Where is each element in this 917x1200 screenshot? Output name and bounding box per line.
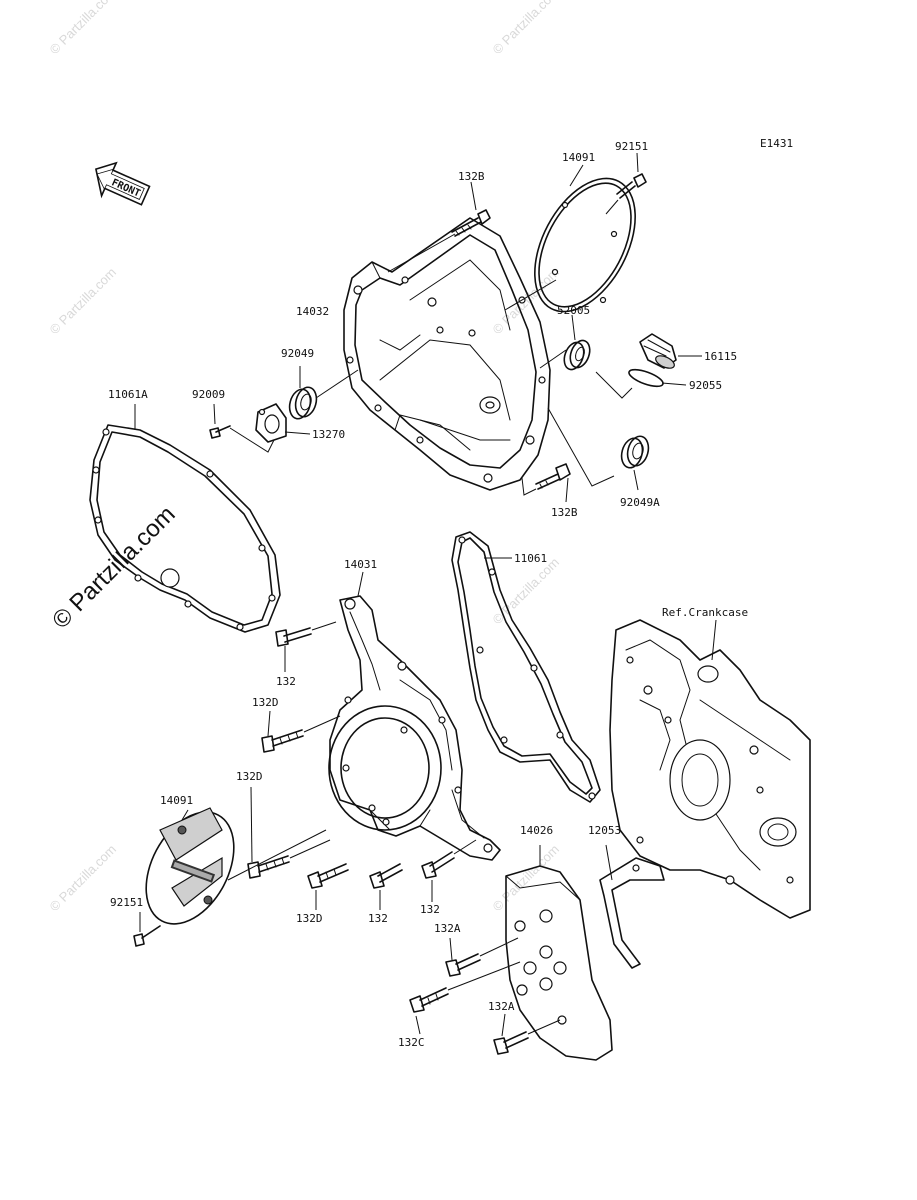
o-ring-92055 [628,368,664,388]
oil-seal-92049A [620,435,650,469]
label-16115: 16115 [704,350,737,363]
bolt-132-left [275,627,312,647]
label-14032: 14032 [296,305,329,318]
watermark-top-left: © Partzilla.com [47,0,120,57]
bolt-132C [409,987,449,1013]
label-132-left: 132 [276,675,296,688]
label-52005: 52005 [557,304,590,317]
cover-14091-bottom [145,807,235,925]
label-92151-top: 92151 [615,140,648,153]
label-14091-bottom: 14091 [160,794,193,807]
label-132-right: 132 [420,903,440,916]
label-92049: 92049 [281,347,314,360]
bolt-92009 [209,425,231,439]
label-92009: 92009 [192,388,225,401]
label-132A-a: 132A [434,922,461,935]
bolt-132A-b [493,1031,529,1055]
gasket-11061 [451,531,601,803]
gasket-14091-top [534,177,636,313]
crankcase-reference [609,619,811,919]
label-132D-b: 132D [236,770,263,783]
label-12053: 12053 [588,824,621,837]
bolt-92151-top [616,173,647,199]
label-92151-bottom: 92151 [110,896,143,909]
label-13270: 13270 [312,428,345,441]
label-132B-bottom: 132B [551,506,578,519]
bolt-132-mid [369,863,403,889]
cap-13270 [255,403,287,443]
label-92049A: 92049A [620,496,660,509]
label-132B-top: 132B [458,170,485,183]
watermark-upper-left: © Partzilla.com [47,265,120,338]
bolt-132D-c [307,863,349,889]
plug-16115 [639,333,677,369]
bolt-92151-bottom [133,925,161,947]
label-ref-crankcase: Ref.Crankcase [662,606,748,619]
kawasaki-logo [170,859,216,883]
bolt-132B-bottom [535,463,571,490]
label-132A-b: 132A [488,1000,515,1013]
label-92055: 92055 [689,379,722,392]
watermark-lower-left: © Partzilla.com [47,842,120,915]
generator-cover-14031 [328,595,501,861]
label-132C: 132C [398,1036,425,1049]
front-arrow-icon: FRONT [94,161,151,206]
bolt-132D-b [247,855,290,879]
label-132-mid: 132 [368,912,388,925]
watermark-lower-center: © Partzilla.com [490,842,563,915]
clutch-cover-14032 [343,217,551,491]
bracket-12053 [599,857,665,969]
label-132D-c: 132D [296,912,323,925]
bolt-132B-top [451,209,491,237]
diagram-code: E1431 [760,137,793,150]
watermark-main: © Partzilla.com [47,501,180,634]
label-132D-a: 132D [252,696,279,709]
bolt-132-right [421,851,455,879]
label-14026: 14026 [520,824,553,837]
watermark-top-center: © Partzilla.com [490,0,563,57]
label-11061A: 11061A [108,388,148,401]
label-14031: 14031 [344,558,377,571]
bolt-132A-a [445,953,481,977]
bolt-132D-a [261,729,304,753]
label-14091-top: 14091 [562,151,595,164]
guard-14026 [505,865,613,1061]
bearing-52005 [563,339,591,371]
oil-seal-92049 [288,386,318,420]
gasket-11061A [89,424,281,633]
label-11061: 11061 [514,552,547,565]
